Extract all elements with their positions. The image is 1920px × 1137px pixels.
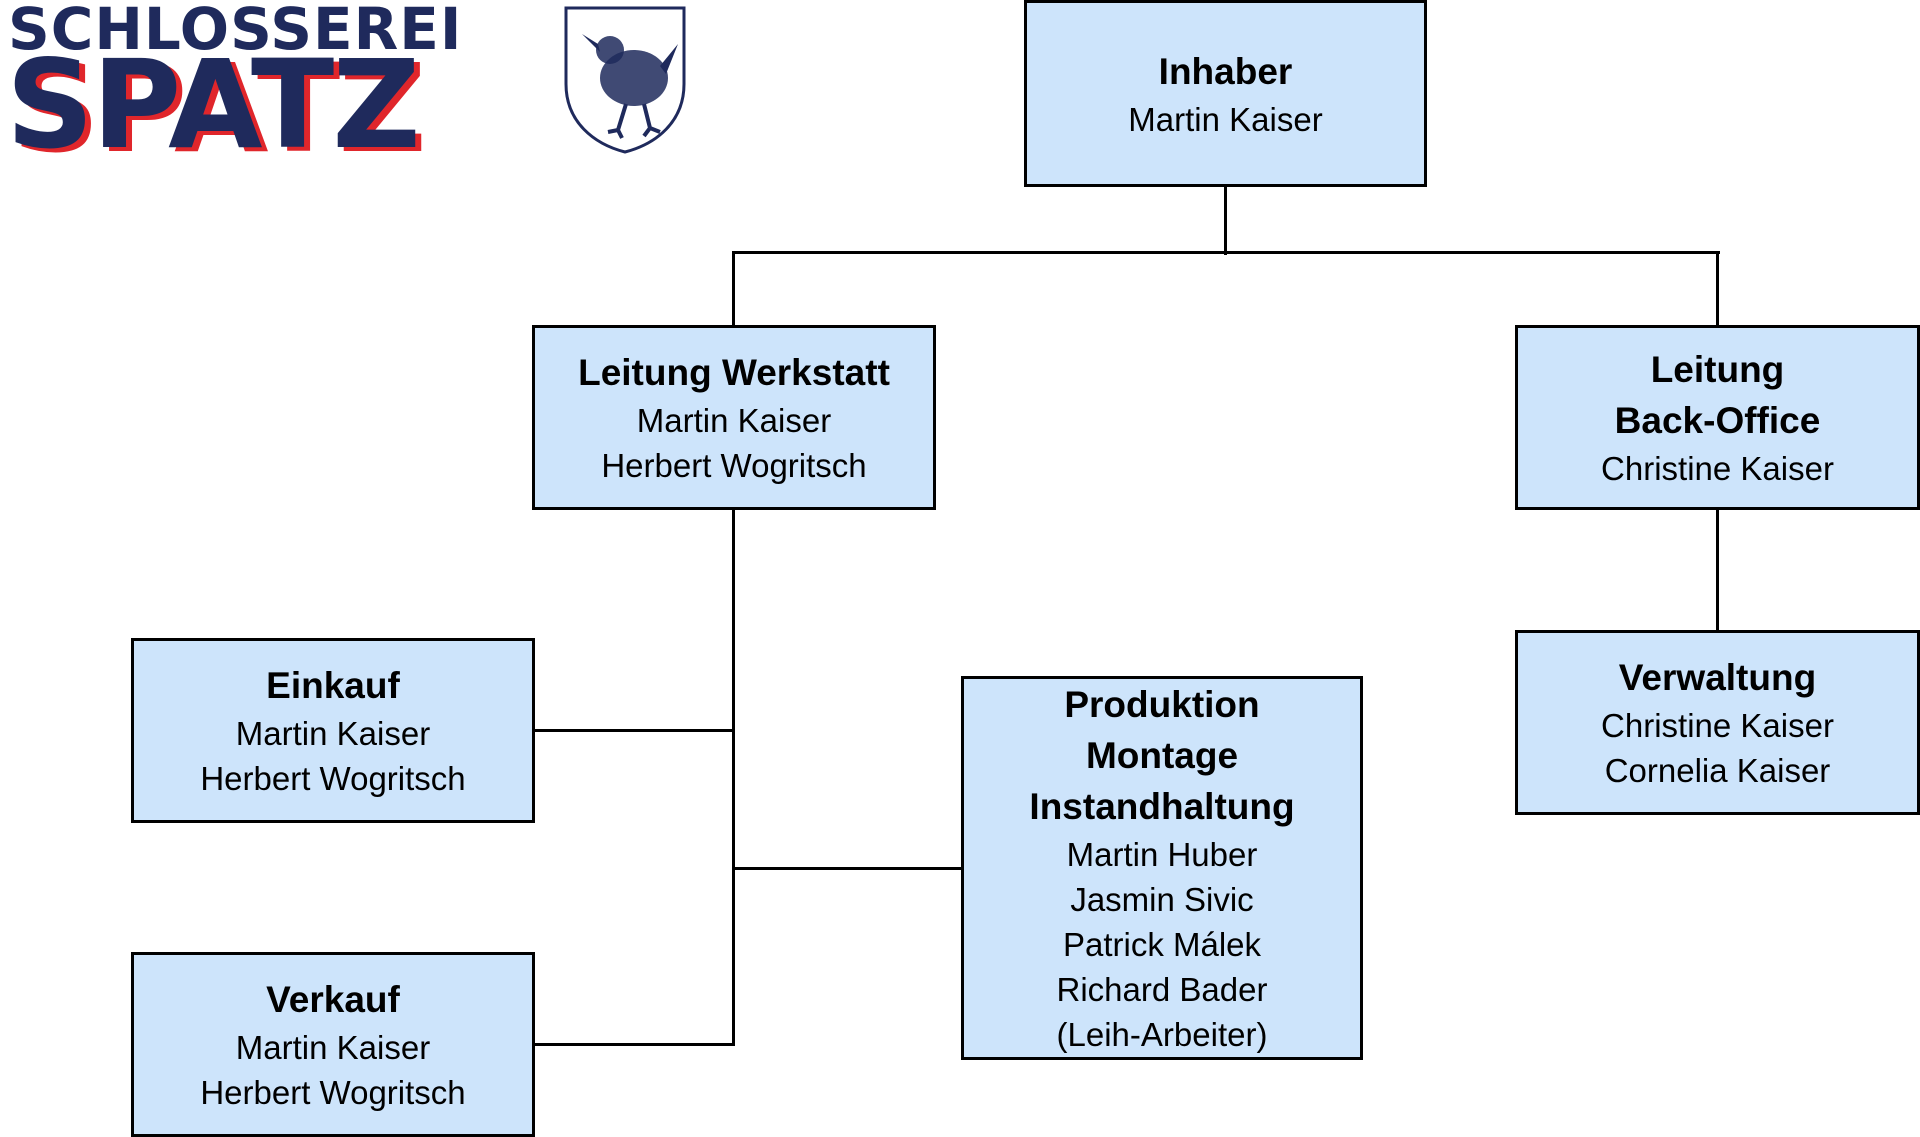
node-person: Martin Kaiser (1128, 100, 1323, 138)
node-title: Back-Office (1614, 400, 1821, 441)
node-person: Christine Kaiser (1601, 450, 1834, 487)
edge-werkstatt-trunk (732, 508, 735, 1046)
bird-crest-icon (564, 6, 686, 154)
node-person: Christine Kaiser (1601, 707, 1834, 744)
node-person: Richard Bader (1056, 971, 1268, 1008)
node-inhaber: Inhaber Martin Kaiser (1024, 0, 1427, 187)
node-person: Martin Kaiser (636, 402, 832, 439)
node-title: Produktion (1064, 684, 1260, 725)
node-person: Herbert Wogritsch (200, 1074, 466, 1111)
edge-backoffice-verwaltung (1716, 508, 1719, 632)
node-person: Patrick Málek (1062, 926, 1262, 963)
node-title: Montage (1085, 735, 1239, 776)
edge-to-verkauf (533, 1043, 735, 1046)
edge-to-einkauf (533, 729, 735, 732)
node-person: Cornelia Kaiser (1604, 752, 1831, 789)
node-leitung-back-office: Leitung Back-Office Christine Kaiser (1515, 325, 1920, 510)
edge-to-produktion (732, 867, 963, 870)
edge-top-horizontal (732, 251, 1720, 254)
logo-line-2: SPATZ (6, 34, 421, 176)
node-title: Leitung Werkstatt (578, 352, 890, 393)
node-leitung-werkstatt: Leitung Werkstatt Martin Kaiser Herbert … (532, 325, 936, 510)
logo-line-1: SCHLOSSEREI (8, 0, 463, 63)
node-verwaltung: Verwaltung Christine Kaiser Cornelia Kai… (1515, 630, 1920, 815)
edge-to-werkstatt (732, 251, 735, 327)
node-title: Leitung (1650, 349, 1785, 390)
node-einkauf: Einkauf Martin Kaiser Herbert Wogritsch (131, 638, 535, 823)
edge-inhaber-down (1224, 186, 1227, 255)
node-title: Verwaltung (1618, 657, 1817, 698)
node-title: Einkauf (266, 665, 400, 706)
node-person: Martin Kaiser (235, 1029, 431, 1066)
node-person: Jasmin Sivic (1070, 881, 1254, 918)
node-title: Verkauf (266, 979, 400, 1020)
node-title: Instandhaltung (1029, 786, 1295, 827)
node-person: (Leih-Arbeiter) (1056, 1016, 1268, 1053)
node-person: Herbert Wogritsch (200, 760, 466, 797)
node-verkauf: Verkauf Martin Kaiser Herbert Wogritsch (131, 952, 535, 1137)
node-person: Martin Huber (1066, 836, 1258, 873)
company-logo: SCHLOSSEREI SPATZ (0, 0, 700, 166)
edge-to-backoffice (1716, 251, 1719, 327)
node-person: Herbert Wogritsch (601, 447, 867, 484)
node-person: Martin Kaiser (235, 715, 431, 752)
node-produktion: Produktion Montage Instandhaltung Martin… (961, 676, 1363, 1060)
node-title: Inhaber (1158, 50, 1293, 92)
